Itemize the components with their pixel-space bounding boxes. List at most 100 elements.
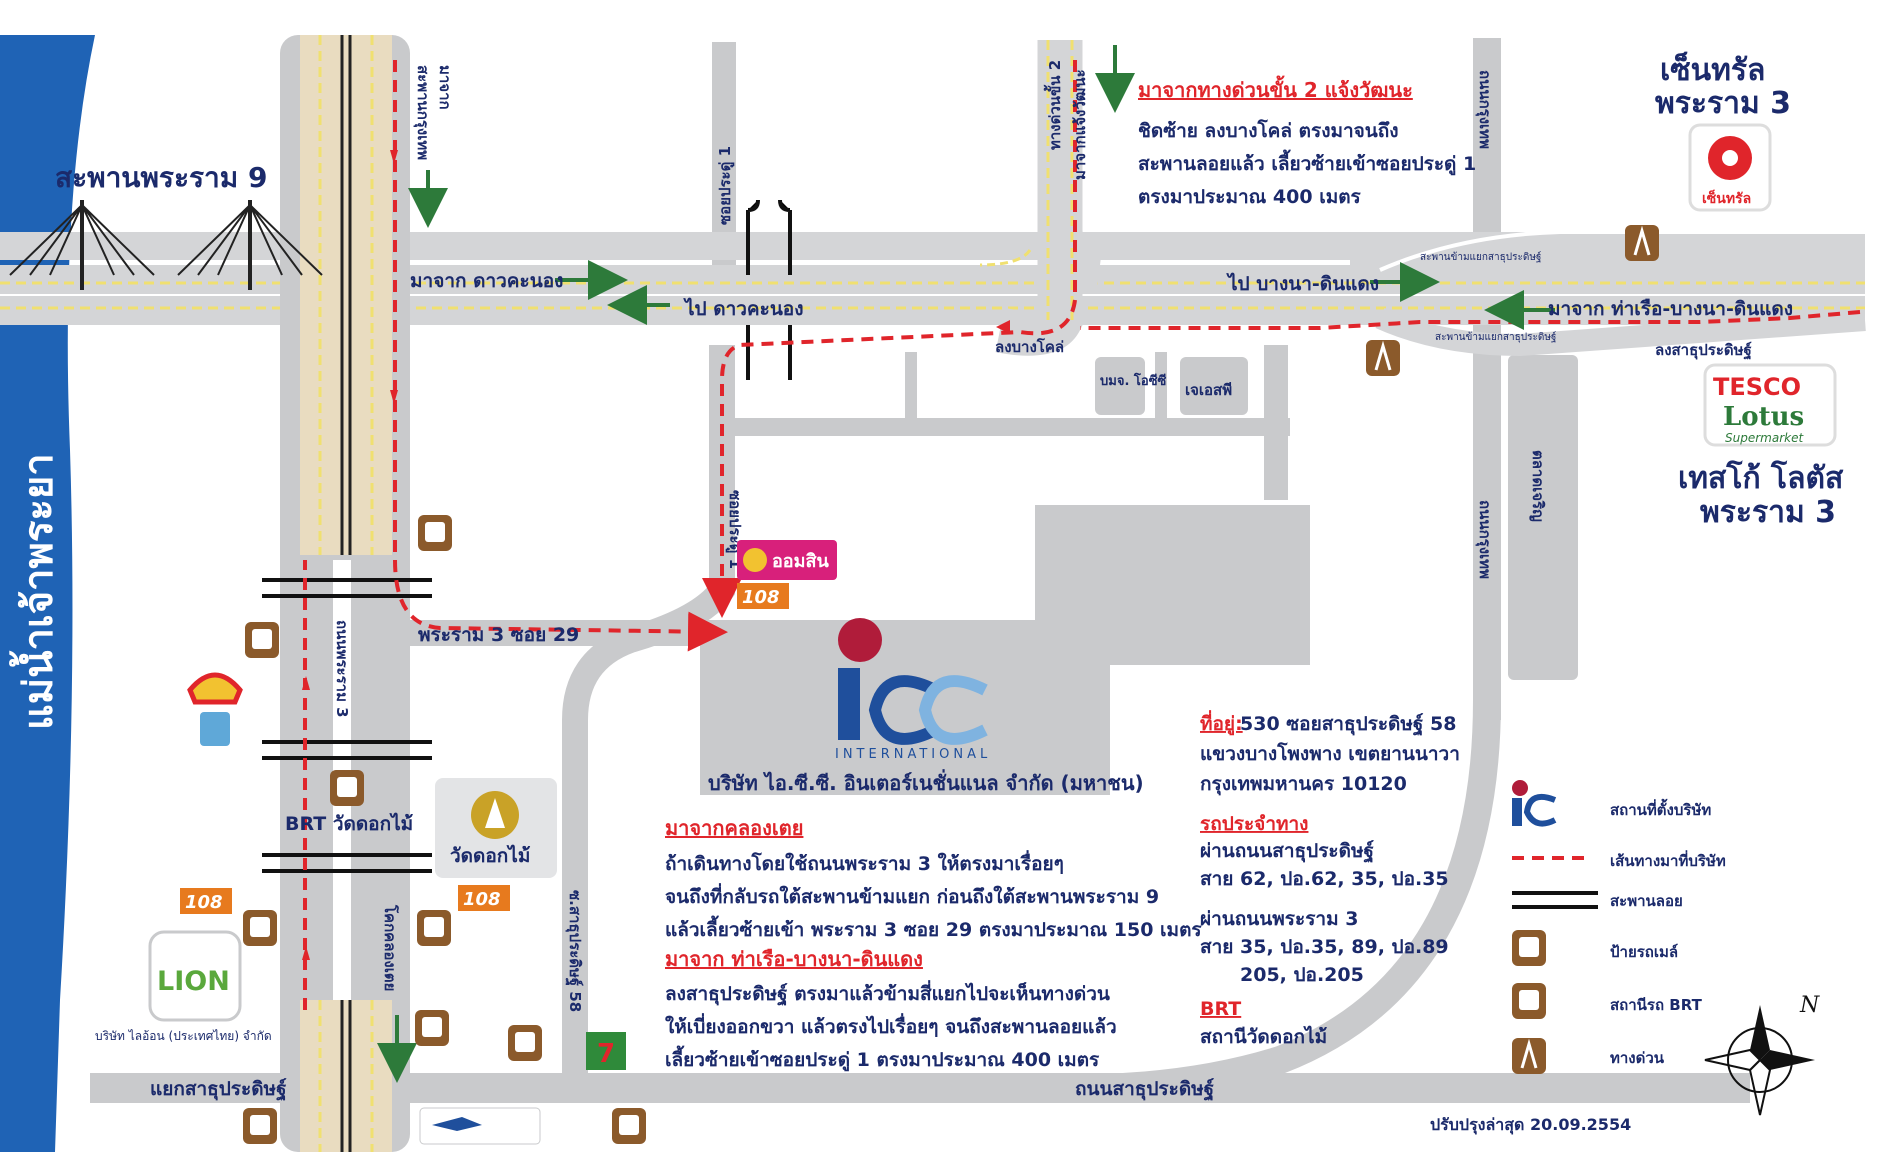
legend-expressway: ทางด่วน [1610,1049,1665,1067]
klong-2: จนถึงที่กลับรถใต้สะพานข้ามแยก ก่อนถึงใต้… [665,883,1159,908]
sathu-junction-label: แยกสาธุประดิษฐ์ [150,1078,287,1102]
compass-n: N [1799,993,1820,1018]
soi-pradu-top-label: ซอยประดู่ 1 [716,146,735,225]
kron-right-label-2: ถนนกรุงเทพ [1475,500,1494,579]
jsp-label: เจเอสพี [1185,381,1232,399]
lotus-line1: เทสโก้ โลตัส [1678,459,1844,496]
klong-title: มาจากคลองเตย [665,816,803,840]
soi-pradu-road [562,345,735,1090]
expressway-note-1: ชิดซ้าย ลงบางโคล่ ตรงมาจนถึง [1138,119,1399,142]
gsb-sign [737,540,837,580]
shop108-label: 108 [742,587,780,608]
bus-2: สาย 62, ปอ.62, 35, ปอ.35 [1200,868,1449,890]
address-3: กรุงเทพมหานคร 10120 [1200,773,1407,796]
tha-ruea-3: เลี้ยวซ้ายเข้าซอยประดู่ 1 ตรงมาประมาณ 40… [665,1045,1100,1072]
bridge-label: สะพานพระราม 9 [55,161,267,194]
ptt-icon [200,712,230,746]
kron-right-label: ถนนกรุงเทพ [1475,70,1494,149]
expressway-note-title: มาจากทางด่วนขั้น 2 แจ้งวัฒนะ [1138,75,1413,102]
icc-logo: INTERNATIONAL บริษัท ไอ.ซี.ซี. อินเตอร์เ… [708,618,1144,795]
icc-name-label: บริษัท ไอ.ซี.ซี. อินเตอร์เนชั่นแนล จำกัด… [708,768,1144,795]
to-bangna-label: ไป บางนา-ดินแดง [1226,272,1379,295]
lotus-brand-1: TESCO [1713,373,1801,401]
bus-title: รถประจำทาง [1200,813,1308,835]
overpass-markers [262,199,792,873]
sathu-road-curve [1099,699,1501,1102]
legend-bus: ป้ายรถเมล์ [1610,943,1678,961]
occ-box [1095,357,1145,415]
temple-icon [471,791,519,839]
legend-company: สถานที่ตั้งบริษัท [1610,798,1711,819]
direction-arrows [377,45,1555,1083]
river-label: แม่น้ำเจ้าพระยา [9,453,62,730]
expressway-icons [1366,225,1659,376]
down-bangkhlo-label: ลงบางโคล่ [995,337,1064,356]
expressway-note-3: ตรงมาประมาณ 400 เมตร [1138,186,1362,208]
rama3-soi29-label: พระราม 3 ซอย 29 [418,624,579,646]
lion-logo-text: LION [157,966,230,997]
shop108-sign-3 [458,885,510,911]
bus-3: ผ่านถนนพระราม 3 [1200,908,1358,930]
tha-ruea-title: มาจาก ท่าเรือ-บางนา-ดินแดง [665,947,923,971]
icc-sub-label: INTERNATIONAL [835,747,991,762]
svg-text:7: 7 [597,1039,615,1069]
talad-label: ตลาดเจริญ [1529,450,1547,522]
lotus-logo [1703,363,1837,447]
central-logo-text: เซ็นทรัล [1702,189,1751,207]
shop108-sign [737,583,789,609]
lion-logo-box [148,930,242,1022]
legend-route: เส้นทางมาที่บริษัท [1610,850,1726,870]
shop108-label-2: 108 [185,892,223,913]
klong-3: แล้วเลี้ยวซ้ายเข้า พระราม 3 ซอย 29 ตรงมา… [665,915,1202,941]
legend-brt: สถานีรถ BRT [1610,996,1703,1014]
shop108-label-3: 108 [463,889,501,910]
bus-1: ผ่านถนนสาธุประดิษฐ์ [1200,840,1374,864]
brt-title: BRT [1200,998,1241,1020]
from-tha-ruea-label: มาจาก ท่าเรือ-บางนา-ดินแดง [1548,298,1793,320]
small-bottom-right-label: สะพานข้ามแยกสาธุประดิษฐ์ [1435,331,1556,343]
occ-label: บมจ. โอซีซี [1100,372,1167,389]
compass-icon: N [1704,993,1820,1116]
lion-company-label: บริษัท ไลอ้อน (ประเทศไทย) จำกัด [95,1029,272,1043]
brt-1: สถานีวัดดอกไม้ [1200,1025,1327,1048]
gsb-label: ออมสิน [772,551,829,572]
shop108-sign-2 [180,888,232,914]
expressway-note-2: สะพานลอยแล้ว เลี้ยวซ้ายเข้าซอยประดู่ 1 [1138,149,1476,176]
legend: สถานที่ตั้งบริษัท เส้นทางมาที่บริษัท สะพ… [1512,780,1726,1074]
post-office-icon [419,1107,541,1145]
address-2: แขวงบางโพงพาง เขตยานนาวา [1200,742,1460,765]
expressway-label-1: ทางด่วนขั้น 2 [1043,60,1064,150]
expressway-label-2: มาจากแจ้งวัฒนะ [1071,69,1089,180]
central-line2: พระราม 3 [1655,86,1791,121]
central-line1: เซ็นทรัล [1660,51,1765,88]
brt-station-label: BRT วัดดอกไม้ [285,812,413,835]
from-kron-label-1: มาจาก [436,65,454,110]
small-top-right-label: สะพานข้ามแยกสาธุประดิษฐ์ [1420,251,1541,263]
lotus-brand-2: Lotus [1723,402,1804,432]
lotus-brand-3: Supermarket [1725,431,1804,445]
to-dao-label: ไป ดาวคะนอง [683,297,804,320]
jsp-box [1180,357,1248,415]
address-title: ที่อยู่: [1200,710,1243,736]
tha-ruea-2: ให้เบี่ยงออกขวา แล้วตรงไปเรื่อยๆ จนถึงสะ… [665,1013,1117,1038]
sathu58-label: ซ.สาธุประดิษฐ์ 58 [565,890,584,1012]
tha-ruea-1: ลงสาธุประดิษฐ์ ตรงมาแล้วข้ามสี่แยกไปจะเห… [665,980,1110,1007]
bus-5: 205, ปอ.205 [1240,964,1364,986]
bus-4: สาย 35, ปอ.35, 89, ปอ.89 [1200,936,1449,958]
klong-1: ถ้าเดินทางโดยใช้ถนนพระราม 3 ให้ตรงมาเรื่… [665,850,1064,875]
lotus-line2: พระราม 3 [1700,495,1836,530]
ko-khlong-label: โคกคลองเตย [381,904,400,991]
from-kron-label-2: สะพานกรุงเทพ [413,65,432,160]
updated-label: ปรับปรุงล่าสุด 20.09.2554 [1430,1115,1631,1135]
sathu-road-label: ถนนสาธุประดิษฐ์ [1075,1078,1214,1102]
down-sathu-label: ลงสาธุประดิษฐ์ [1655,341,1752,360]
wat-dokmai-label: วัดดอกไม้ [450,844,530,867]
from-dao-label: มาจาก ดาวคะนอง [410,270,563,292]
bus-stop-icons [243,515,646,1144]
rama9-bridge [9,200,323,290]
rama3-road-label: ถนนพระราม 3 [333,620,351,718]
seven-eleven-icon [586,1032,626,1070]
route-to-company [303,60,1861,1010]
legend-overpass: สะพานลอย [1610,892,1683,910]
